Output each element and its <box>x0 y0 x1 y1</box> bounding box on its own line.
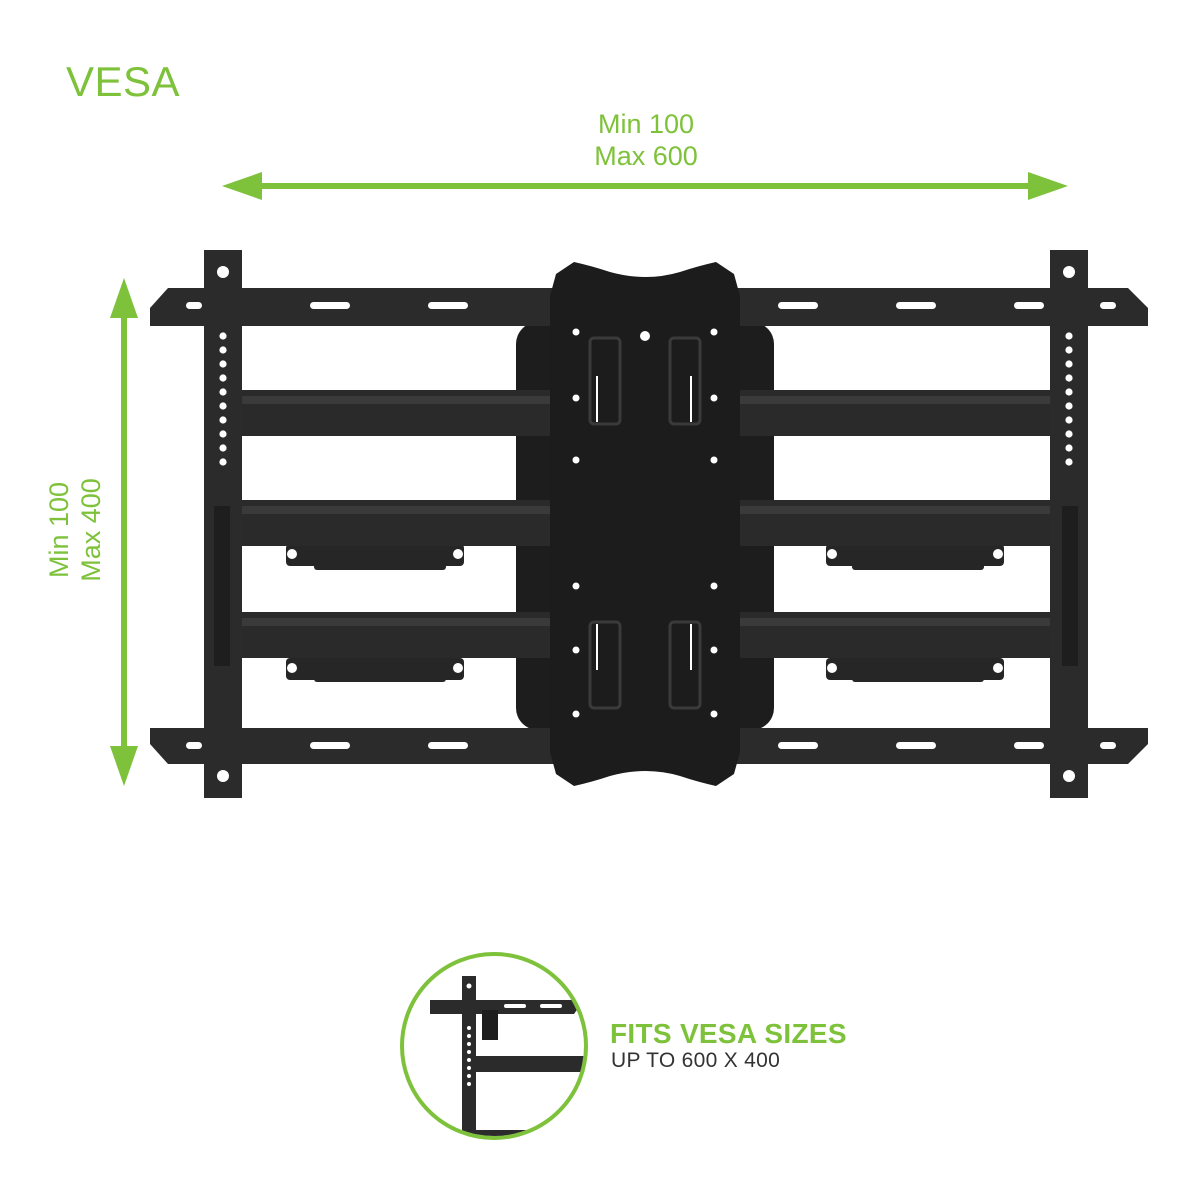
horizontal-min: Min 100 <box>597 109 695 139</box>
hinge-brackets <box>286 544 1004 682</box>
horizontal-max: Max 600 <box>594 141 698 171</box>
vesa-badge-icon <box>400 952 588 1140</box>
vertical-dimension-arrow <box>110 278 138 786</box>
left-upright-holes <box>217 266 229 782</box>
vesa-title: VESA <box>66 58 181 105</box>
left-upright <box>204 250 242 798</box>
badge-title: FITS VESA SIZES <box>610 1018 847 1049</box>
badge-subtitle: UP TO 600 X 400 <box>611 1049 781 1072</box>
hinge-screws <box>287 549 1003 673</box>
rail-slots <box>186 302 1116 749</box>
horizontal-dimension-arrow <box>222 172 1068 200</box>
center-plate-holes <box>572 328 718 718</box>
horizontal-range-label: Min 100 Max 600 <box>0 108 1200 172</box>
wall-mount-bracket <box>150 250 1148 798</box>
right-upright-holes <box>1063 266 1075 782</box>
right-upright <box>1050 250 1088 798</box>
center-plate-brackets <box>588 336 702 710</box>
